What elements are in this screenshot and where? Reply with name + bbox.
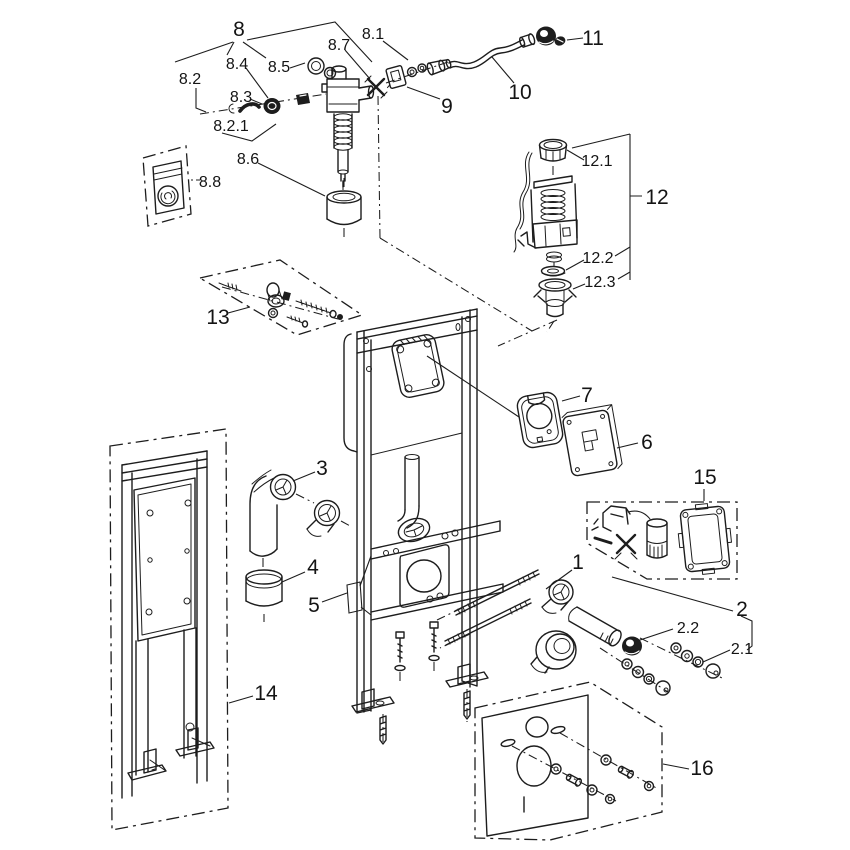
part-label-8-7: 8.7 [328, 37, 350, 54]
part-label-12-1: 12.1 [581, 153, 612, 170]
part-label-3: 3 [316, 457, 328, 480]
part-label-8-8: 8.8 [199, 174, 221, 191]
part-label-8-2: 8.2 [179, 71, 201, 88]
part-label-8: 8 [233, 18, 245, 41]
flush-bend-assembly [245, 469, 372, 622]
part-label-14: 14 [254, 682, 278, 705]
main-installation-frame [343, 308, 520, 746]
sound-insulation-set [474, 681, 690, 841]
part-label-8-6: 8.6 [237, 151, 259, 168]
part-label-12: 12 [645, 186, 668, 209]
part-label-8-1: 8.1 [362, 26, 384, 43]
part-label-2: 2 [736, 598, 748, 621]
part-label-8-5: 8.5 [268, 59, 290, 76]
part-label-2-2: 2.2 [677, 620, 699, 637]
spare-pack-8-8 [142, 145, 192, 227]
part-label-15: 15 [693, 466, 716, 489]
part-label-9: 9 [441, 95, 453, 118]
part-label-8-4: 8.4 [226, 56, 248, 73]
support-frame [109, 428, 254, 831]
part-label-7: 7 [581, 384, 593, 407]
fill-valve-assembly [142, 21, 409, 240]
part-label-5: 5 [308, 594, 320, 617]
part-label-1: 1 [572, 551, 584, 574]
pneumatic-actuator-set [586, 489, 738, 580]
threaded-rods [444, 569, 573, 646]
cut-mark-icon [364, 75, 388, 99]
part-label-16: 16 [690, 757, 713, 780]
crossed-out-icon [614, 533, 638, 560]
protection-cover [561, 404, 623, 477]
part-label-12-2: 12.2 [582, 250, 613, 267]
part-label-8-3: 8.3 [230, 89, 252, 106]
part-label-11: 11 [582, 27, 604, 50]
part-label-8-2-1: 8.2.1 [213, 118, 249, 135]
inlet-connection-assembly [385, 26, 584, 100]
projection-lines [199, 61, 558, 649]
part-label-4: 4 [307, 556, 319, 579]
part-label-6: 6 [641, 431, 653, 454]
discharge-valve-assembly [513, 133, 642, 333]
part-label-10: 10 [508, 81, 531, 104]
part-label-2-1: 2.1 [731, 641, 753, 658]
part-labels: 8 8.1 8.2 8.2.1 8.3 8.4 8.5 8.6 8.7 8.8 … [179, 18, 753, 780]
wall-fixing-set [198, 259, 364, 336]
part-label-12-3: 12.3 [584, 274, 615, 291]
part-label-13: 13 [206, 306, 229, 329]
extension-set [530, 576, 753, 696]
window-gasket [516, 391, 564, 449]
